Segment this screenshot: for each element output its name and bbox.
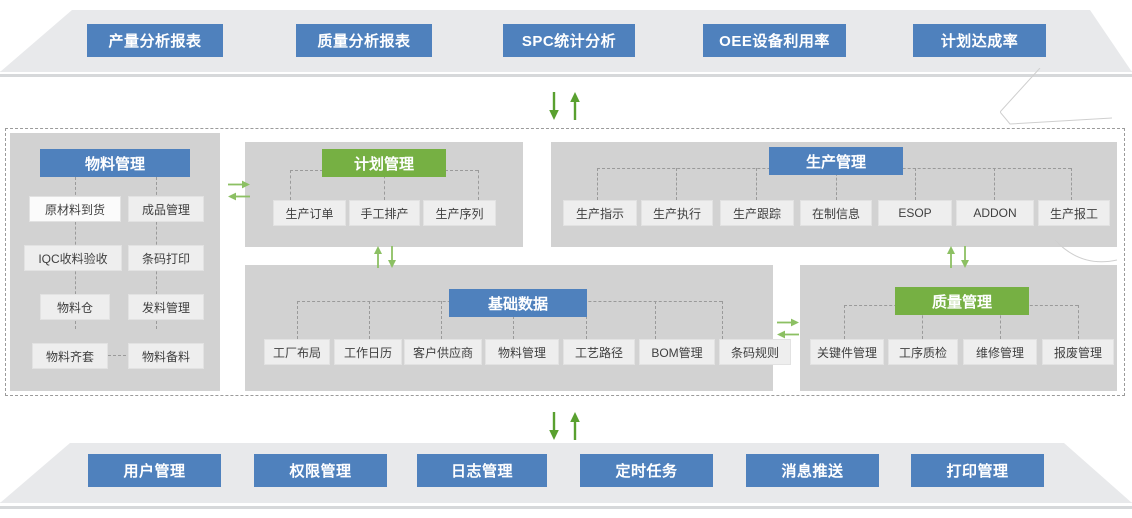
leaf-basedata-0[interactable]: 工厂布局 bbox=[264, 339, 330, 365]
leaf-material-4[interactable]: 物料仓 bbox=[40, 294, 110, 320]
bottom-button-2[interactable]: 日志管理 bbox=[417, 454, 547, 487]
bottom-button-1[interactable]: 权限管理 bbox=[254, 454, 387, 487]
leaf-basedata-1[interactable]: 工作日历 bbox=[334, 339, 402, 365]
leaf-material-6[interactable]: 物料齐套 bbox=[32, 343, 108, 369]
core-module-container bbox=[5, 128, 1125, 396]
arrow-down-icon bbox=[549, 92, 559, 120]
connector-production-v3 bbox=[836, 168, 837, 200]
connector-quality-v0 bbox=[844, 305, 845, 339]
top-band-underline bbox=[0, 74, 1132, 77]
connector-production-v1 bbox=[676, 168, 677, 200]
arrow-down-icon bbox=[961, 246, 969, 268]
leaf-production-6[interactable]: 生产报工 bbox=[1038, 200, 1110, 226]
arrow-up-icon bbox=[570, 92, 580, 120]
panel-header-plan: 计划管理 bbox=[322, 149, 446, 177]
panel-base-data: 基础数据 工厂布局 工作日历 客户供应商 物料管理 工艺路径 BOM管理 条码规… bbox=[245, 265, 791, 391]
leaf-production-5[interactable]: ADDON bbox=[956, 200, 1034, 226]
connector-basedata-v2 bbox=[441, 301, 442, 339]
arrow-left-icon bbox=[777, 330, 799, 339]
leaf-quality-3[interactable]: 报废管理 bbox=[1042, 339, 1114, 365]
leaf-basedata-6[interactable]: 条码规则 bbox=[719, 339, 791, 365]
connector-basedata-v1 bbox=[369, 301, 370, 339]
exchange-arrows-plan-basedata bbox=[373, 246, 397, 268]
panel-header-basedata: 基础数据 bbox=[449, 289, 587, 317]
bottom-connector-arrows bbox=[548, 412, 581, 440]
leaf-production-2[interactable]: 生产跟踪 bbox=[720, 200, 794, 226]
panel-material-management: 物料管理 原材料到货 成品管理 IQC收料验收 条码打印 物料仓 发料管理 物料… bbox=[10, 133, 220, 391]
leaf-plan-2[interactable]: 生产序列 bbox=[423, 200, 496, 226]
bottom-button-3[interactable]: 定时任务 bbox=[580, 454, 713, 487]
panel-quality-management: 质量管理 关键件管理 工序质检 维修管理 报废管理 bbox=[800, 265, 1117, 391]
leaf-production-1[interactable]: 生产执行 bbox=[641, 200, 713, 226]
leaf-quality-1[interactable]: 工序质检 bbox=[888, 339, 958, 365]
panel-header-quality: 质量管理 bbox=[895, 287, 1029, 315]
leaf-quality-2[interactable]: 维修管理 bbox=[963, 339, 1037, 365]
exchange-arrows-production-quality bbox=[946, 246, 970, 268]
top-button-0[interactable]: 产量分析报表 bbox=[87, 24, 223, 57]
connector-basedata-v5 bbox=[655, 301, 656, 339]
connector-basedata-v0 bbox=[297, 301, 298, 339]
exchange-arrows-material-plan bbox=[228, 180, 250, 201]
exchange-arrows-basedata-quality bbox=[777, 318, 799, 339]
connector-production-v6 bbox=[1071, 168, 1072, 200]
connector-production-v2 bbox=[756, 168, 757, 200]
bottom-button-0[interactable]: 用户管理 bbox=[88, 454, 221, 487]
connector-plan-v2 bbox=[478, 170, 479, 200]
leaf-material-3[interactable]: 条码打印 bbox=[128, 245, 204, 271]
bottom-button-4[interactable]: 消息推送 bbox=[746, 454, 879, 487]
arrow-up-icon bbox=[374, 246, 382, 268]
leaf-plan-0[interactable]: 生产订单 bbox=[273, 200, 346, 226]
leaf-basedata-4[interactable]: 工艺路径 bbox=[563, 339, 635, 365]
arrow-up-icon bbox=[947, 246, 955, 268]
arrow-left-icon bbox=[228, 192, 250, 201]
leaf-quality-0[interactable]: 关键件管理 bbox=[810, 339, 884, 365]
connector-basedata-v6 bbox=[722, 301, 723, 339]
arrow-down-icon bbox=[549, 412, 559, 440]
leaf-production-4[interactable]: ESOP bbox=[878, 200, 952, 226]
arrow-down-icon bbox=[388, 246, 396, 268]
decorative-hairline-middle bbox=[1055, 240, 1118, 263]
panel-header-material: 物料管理 bbox=[40, 149, 190, 177]
connector-production-v5 bbox=[994, 168, 995, 200]
leaf-material-7[interactable]: 物料备料 bbox=[128, 343, 204, 369]
top-button-4[interactable]: 计划达成率 bbox=[913, 24, 1046, 57]
leaf-production-0[interactable]: 生产指示 bbox=[563, 200, 637, 226]
leaf-basedata-5[interactable]: BOM管理 bbox=[639, 339, 715, 365]
bottom-button-5[interactable]: 打印管理 bbox=[911, 454, 1044, 487]
decorative-hairline-top bbox=[1000, 68, 1113, 125]
top-connector-arrows bbox=[548, 92, 581, 120]
connector-plan-v0 bbox=[290, 170, 291, 200]
leaf-plan-1[interactable]: 手工排产 bbox=[349, 200, 420, 226]
connector-plan-v1 bbox=[384, 170, 385, 200]
connector-production-v4 bbox=[915, 168, 916, 200]
connector-quality-v3 bbox=[1078, 305, 1079, 339]
leaf-material-0[interactable]: 原材料到货 bbox=[29, 196, 121, 222]
panel-plan-management: 计划管理 生产订单 手工排产 生产序列 bbox=[245, 142, 523, 247]
arrow-right-icon bbox=[228, 180, 250, 189]
connector-production-v0 bbox=[597, 168, 598, 200]
connector-quality-v2 bbox=[1000, 305, 1001, 339]
leaf-material-1[interactable]: 成品管理 bbox=[128, 196, 204, 222]
leaf-basedata-2[interactable]: 客户供应商 bbox=[404, 339, 482, 365]
bottom-band-underline bbox=[0, 506, 1132, 509]
arrow-up-icon bbox=[570, 412, 580, 440]
connector-material-bottom bbox=[108, 355, 126, 356]
arrow-right-icon bbox=[777, 318, 799, 327]
leaf-material-2[interactable]: IQC收料验收 bbox=[24, 245, 122, 271]
connector-basedata-v4 bbox=[586, 301, 587, 339]
leaf-material-5[interactable]: 发料管理 bbox=[128, 294, 204, 320]
panel-production-management: 生产管理 生产指示 生产执行 生产跟踪 在制信息 ESOP ADDON 生产报工 bbox=[551, 142, 1117, 247]
panel-header-production: 生产管理 bbox=[769, 147, 903, 175]
connector-basedata-v3 bbox=[513, 301, 514, 339]
top-button-1[interactable]: 质量分析报表 bbox=[296, 24, 432, 57]
top-button-3[interactable]: OEE设备利用率 bbox=[703, 24, 846, 57]
top-button-2[interactable]: SPC统计分析 bbox=[503, 24, 635, 57]
leaf-basedata-3[interactable]: 物料管理 bbox=[485, 339, 559, 365]
connector-quality-v1 bbox=[922, 305, 923, 339]
leaf-production-3[interactable]: 在制信息 bbox=[800, 200, 872, 226]
